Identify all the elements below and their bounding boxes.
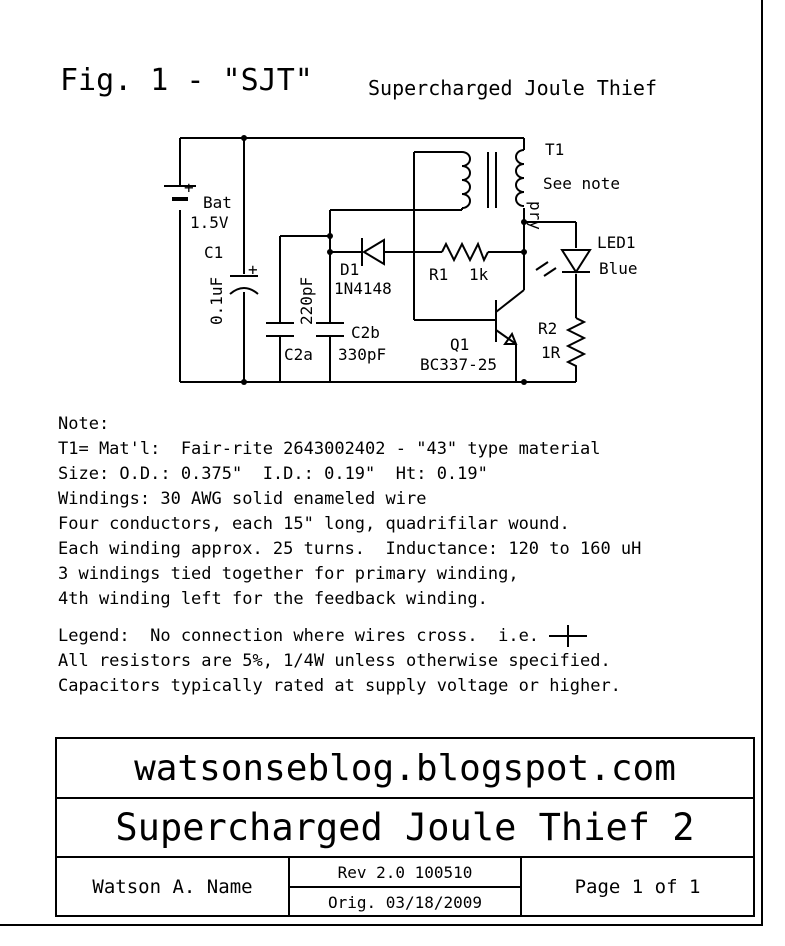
legend-resistors-line: All resistors are 5%, 1/4W unless otherw… [58,651,611,671]
author-name: Watson A. Name [92,875,253,898]
led-name-label: LED1 [597,233,636,252]
t1-note-label: See note [543,174,620,193]
title-block-divider [55,856,755,858]
battery-name-label: Bat [203,193,232,212]
transistor-q1-symbol [495,289,525,382]
legend-line: Legend: No connection where wires cross.… [58,624,641,649]
r1-value-label: 1k [469,265,489,284]
r2-value-label: 1R [541,343,561,362]
c2b-name-label: C2b [351,323,380,342]
wire-cross-icon [549,625,588,647]
led-color-label: Blue [599,259,638,278]
legend-capacitors-line: Capacitors typically rated at supply vol… [58,676,621,696]
capacitor-c2b-symbol [316,322,344,337]
note-line: Each winding approx. 25 turns. Inductanc… [58,539,642,559]
c1-plus-label: + [248,260,258,279]
page-number-label: Page 1 of 1 [574,875,701,898]
led-symbol [535,249,592,277]
capacitor-c1-symbol [229,275,259,295]
junction-dots [241,135,527,385]
c1-name-label: C1 [204,243,223,262]
q1-value-label: BC337-25 [420,355,497,374]
figure-title: Fig. 1 - "SJT" [60,63,313,98]
notes-section: Note: T1= Mat'l: Fair-rite 2643002402 - … [58,412,641,699]
c2b-value-label: 330pF [338,345,386,364]
resistor-r1-symbol [441,241,489,263]
notes-heading: Note: [58,414,110,434]
capacitor-c2a-symbol [266,322,294,337]
title-block-divider [55,797,755,799]
note-line: Size: O.D.: 0.375" I.D.: 0.19" Ht: 0.19" [58,464,488,484]
c2a-value-label: 220pF [297,277,316,325]
legend-text: Legend: No connection where wires cross.… [58,626,540,646]
r2-name-label: R2 [538,319,557,338]
battery-symbol [164,185,196,201]
project-title: Supercharged Joule Thief 2 [115,806,695,849]
sheet-border [0,0,763,926]
title-block-divider [289,886,521,888]
c2a-name-label: C2a [284,345,313,364]
t1-name-label: T1 [545,140,564,159]
resistor-r2-symbol [565,317,587,372]
revision-label: Rev 2.0 100510 [337,862,473,882]
battery-plus-label: + [184,178,194,197]
note-line: 4th winding left for the feedback windin… [58,589,488,609]
website-label: watsonseblog.blogspot.com [134,747,676,789]
title-block [55,737,755,917]
r1-name-label: R1 [429,265,448,284]
c1-value-label: 0.1uF [207,277,226,325]
figure-subtitle: Supercharged Joule Thief [368,76,657,100]
d1-value-label: 1N4148 [334,279,392,298]
q1-name-label: Q1 [450,335,469,354]
note-line: Four conductors, each 15" long, quadrifi… [58,514,570,534]
note-line: Windings: 30 AWG solid enameled wire [58,489,427,509]
note-line: 3 windings tied together for primary win… [58,564,519,584]
battery-value-label: 1.5V [190,213,229,232]
diode-d1-symbol [361,238,385,266]
original-date-label: Orig. 03/18/2009 [327,892,483,912]
note-line: T1= Mat'l: Fair-rite 2643002402 - "43" t… [58,439,601,459]
t1-primary-label: pry [526,201,545,230]
transformer-t1-symbol [461,149,525,209]
d1-name-label: D1 [340,260,359,279]
